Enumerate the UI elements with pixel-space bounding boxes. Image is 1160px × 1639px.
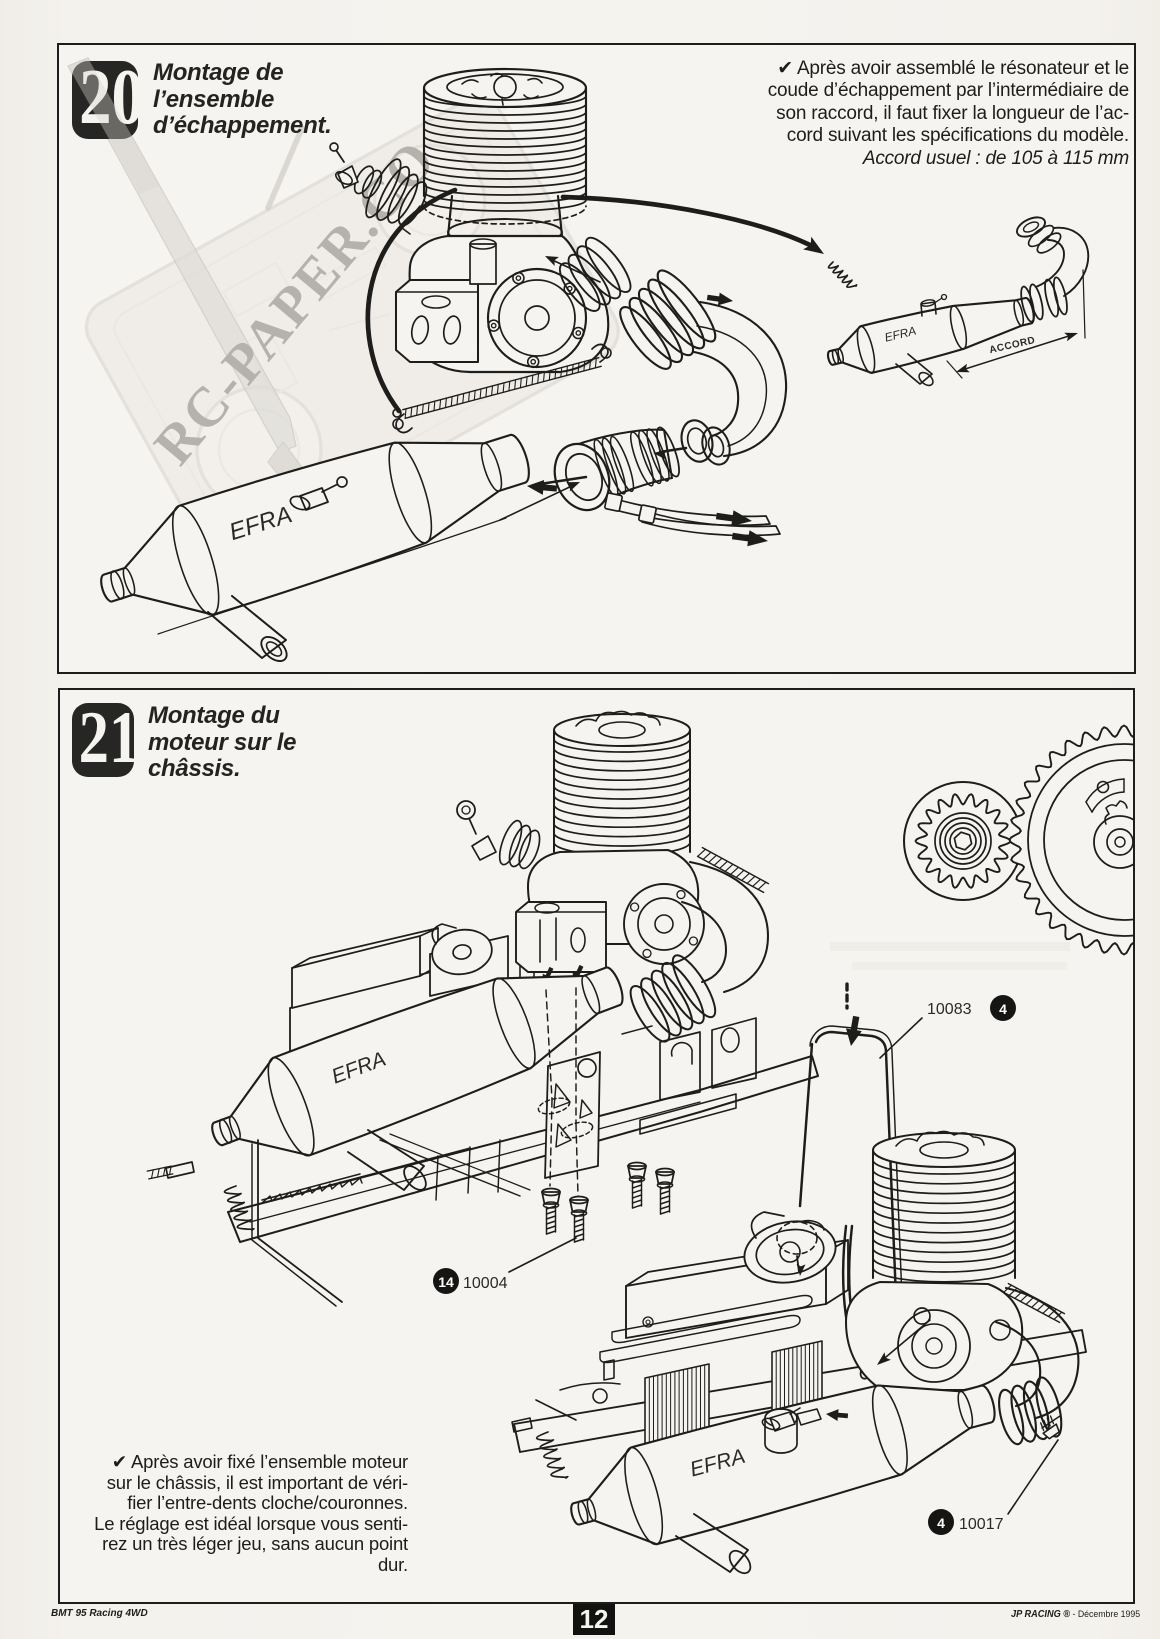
svg-text:10083: 10083 bbox=[927, 1001, 972, 1018]
svg-text:10017: 10017 bbox=[959, 1516, 1004, 1533]
svg-text:4: 4 bbox=[999, 1001, 1007, 1017]
svg-text:ACCORD: ACCORD bbox=[988, 335, 1036, 356]
svg-text:10004: 10004 bbox=[463, 1275, 508, 1292]
svg-text:14: 14 bbox=[438, 1274, 454, 1290]
svg-text:4: 4 bbox=[937, 1515, 945, 1531]
